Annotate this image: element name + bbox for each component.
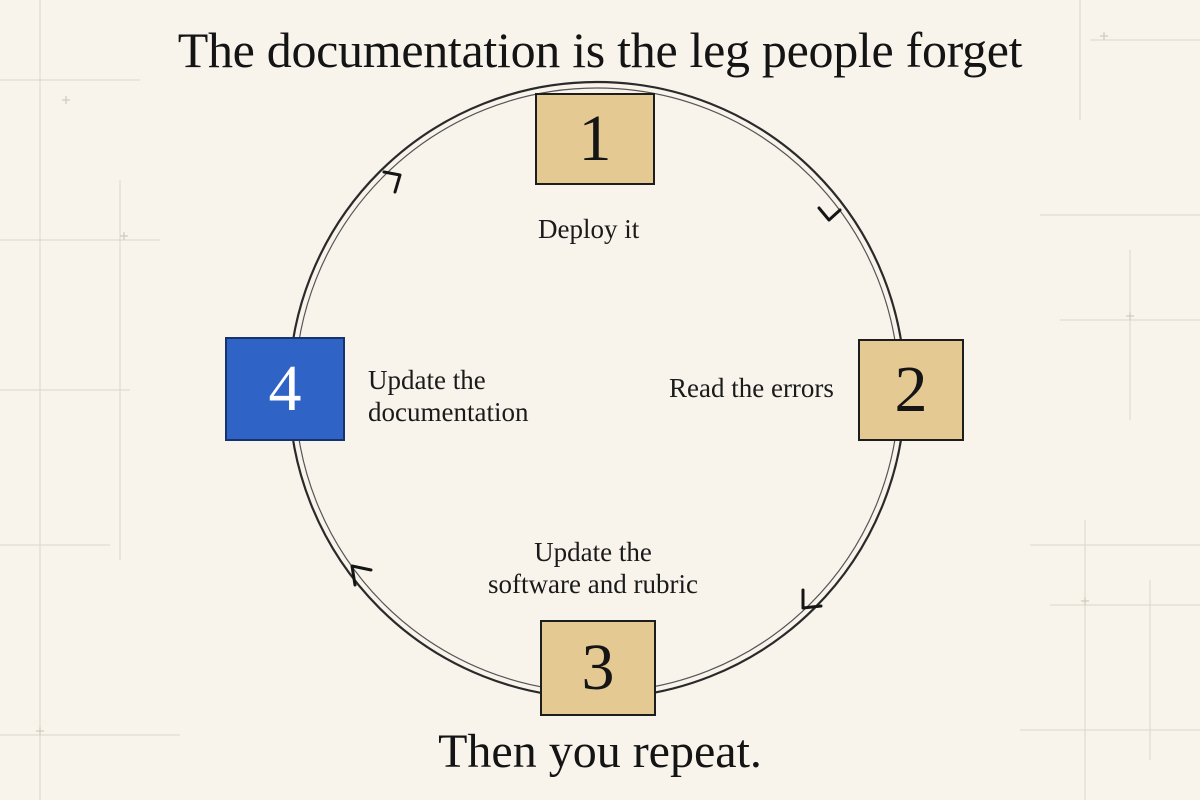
step-2-number: 2 bbox=[894, 353, 928, 426]
arrow-icon-step4-to-step1 bbox=[382, 170, 402, 194]
grid-crosshairs bbox=[36, 32, 1134, 735]
diagram-title: The documentation is the leg people forg… bbox=[177, 22, 1023, 78]
step-4-number: 4 bbox=[268, 352, 302, 425]
step-4-label: Update the documentation bbox=[368, 365, 529, 427]
arrow-icon-step3-to-step4 bbox=[350, 564, 373, 587]
arrow-icon-step1-to-step2 bbox=[817, 206, 842, 222]
step-3-number: 3 bbox=[581, 631, 615, 704]
step-2-box: 2 bbox=[858, 339, 964, 441]
step-4-box: 4 bbox=[225, 337, 345, 441]
diagram-footer: Then you repeat. bbox=[438, 725, 762, 778]
step-3-label: Update the software and rubric bbox=[488, 537, 698, 599]
arrow-icon-step2-to-step3 bbox=[801, 588, 823, 610]
step-1-label: Deploy it bbox=[538, 214, 640, 244]
step-2-label: Read the errors bbox=[669, 373, 834, 403]
step-3-box: 3 bbox=[540, 620, 656, 716]
step-1-box: 1 bbox=[535, 93, 655, 185]
step-1-number: 1 bbox=[578, 102, 612, 175]
